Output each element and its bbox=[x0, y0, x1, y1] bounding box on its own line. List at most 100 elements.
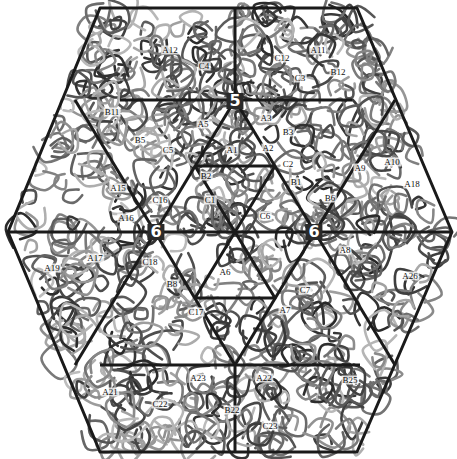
protein-ribbon bbox=[291, 106, 306, 126]
subunit-label: C22 bbox=[151, 400, 168, 409]
protein-ribbon bbox=[264, 125, 278, 144]
symmetry-axis-number: 6 bbox=[147, 224, 164, 240]
protein-ribbon bbox=[150, 167, 175, 199]
subunit-label: B6 bbox=[324, 194, 337, 203]
protein-ribbon bbox=[68, 217, 80, 230]
subunit-label: C4 bbox=[198, 62, 211, 71]
protein-ribbon bbox=[107, 172, 126, 193]
subunit-label: B8 bbox=[166, 280, 179, 289]
protein-ribbon bbox=[372, 283, 386, 297]
subunit-label: A26 bbox=[401, 272, 419, 281]
subunit-label: A8 bbox=[339, 246, 352, 255]
protein-ribbon bbox=[388, 311, 403, 330]
protein-ribbon bbox=[262, 244, 274, 258]
subunit-label: A9 bbox=[354, 164, 367, 173]
protein-ribbon bbox=[108, 36, 130, 54]
protein-ribbon bbox=[372, 353, 385, 367]
protein-ribbon bbox=[386, 214, 416, 243]
subunit-label: B3 bbox=[282, 128, 295, 137]
lattice-line bbox=[8, 231, 452, 234]
protein-ribbon bbox=[289, 44, 306, 52]
protein-ribbon bbox=[386, 196, 399, 215]
protein-ribbon bbox=[152, 79, 179, 100]
protein-ribbon bbox=[388, 226, 405, 248]
subunit-label: C3 bbox=[294, 74, 307, 83]
subunit-label: A19 bbox=[43, 264, 61, 273]
protein-ribbon bbox=[106, 392, 134, 427]
protein-ribbon bbox=[255, 15, 285, 38]
lattice-line bbox=[75, 100, 235, 365]
protein-ribbon bbox=[25, 240, 37, 253]
protein-ribbon bbox=[276, 209, 287, 224]
subunit-label: A10 bbox=[383, 158, 401, 167]
protein-ribbon bbox=[207, 394, 221, 413]
protein-ribbon bbox=[153, 110, 166, 121]
lattice-line bbox=[75, 100, 155, 232]
protein-ribbon bbox=[395, 194, 408, 213]
protein-ribbon bbox=[212, 381, 237, 404]
protein-ribbon bbox=[67, 70, 90, 97]
protein-ribbon bbox=[219, 63, 242, 82]
protein-ribbon bbox=[291, 125, 314, 146]
protein-ribbon bbox=[323, 125, 333, 137]
subunit-label: B1 bbox=[290, 178, 303, 187]
symmetry-axis-number: 5 bbox=[226, 93, 243, 109]
protein-ribbon bbox=[77, 381, 89, 397]
subunit-label: A5 bbox=[197, 120, 210, 129]
lattice-line bbox=[235, 100, 395, 365]
subunit-label: A17 bbox=[86, 254, 104, 263]
protein-ribbon bbox=[165, 54, 181, 74]
protein-ribbon bbox=[367, 245, 385, 269]
outer-hexagon bbox=[8, 8, 452, 452]
subunit-label: A12 bbox=[161, 46, 179, 55]
subunit-label: A3 bbox=[260, 114, 273, 123]
protein-ribbon bbox=[369, 184, 385, 209]
protein-ribbon bbox=[239, 138, 255, 154]
protein-ribbon bbox=[177, 366, 189, 385]
protein-ribbon bbox=[117, 276, 146, 311]
protein-ribbon bbox=[155, 298, 167, 314]
subunit-label: A22 bbox=[255, 374, 273, 383]
protein-ribbon bbox=[96, 0, 130, 33]
protein-ribbon bbox=[134, 142, 163, 160]
protein-ribbon bbox=[345, 85, 353, 98]
subunit-label: C12 bbox=[273, 54, 290, 63]
subunit-label: B5 bbox=[134, 136, 147, 145]
subunit-label: A1 bbox=[226, 146, 239, 155]
subunit-label: C18 bbox=[141, 258, 158, 267]
protein-ribbon bbox=[230, 260, 243, 272]
protein-ribbon bbox=[262, 37, 272, 56]
subunit-label: C17 bbox=[187, 308, 204, 317]
protein-ribbon bbox=[300, 297, 313, 314]
protein-ribbon bbox=[182, 126, 203, 146]
protein-ribbon bbox=[258, 212, 276, 222]
protein-ribbon bbox=[120, 100, 146, 131]
protein-ribbon bbox=[146, 400, 183, 430]
protein-ribbon bbox=[352, 40, 365, 48]
lattice-line bbox=[195, 232, 275, 298]
protein-ribbon bbox=[335, 346, 348, 362]
protein-ribbon bbox=[275, 19, 294, 39]
protein-ribbon bbox=[308, 34, 335, 65]
protein-ribbon bbox=[156, 59, 193, 91]
subunit-label: A21 bbox=[101, 388, 119, 397]
protein-ribbon bbox=[125, 323, 162, 347]
protein-ribbon bbox=[63, 190, 82, 203]
protein-ribbon bbox=[130, 7, 158, 31]
protein-ribbon bbox=[61, 264, 96, 295]
protein-ribbon bbox=[58, 129, 78, 152]
protein-ribbon bbox=[186, 412, 214, 442]
subunit-label: A18 bbox=[403, 180, 421, 189]
lattice-line bbox=[195, 166, 275, 232]
protein-ribbon bbox=[335, 18, 347, 35]
lattice-line bbox=[234, 8, 237, 100]
protein-ribbon bbox=[348, 232, 376, 263]
protein-ribbon bbox=[282, 408, 306, 437]
subunit-label: A23 bbox=[189, 374, 207, 383]
protein-ribbons bbox=[6, 0, 457, 459]
protein-ribbon bbox=[95, 49, 115, 69]
protein-ribbon bbox=[201, 347, 220, 363]
protein-ribbon bbox=[313, 153, 326, 171]
subunit-label: B25 bbox=[341, 376, 358, 385]
